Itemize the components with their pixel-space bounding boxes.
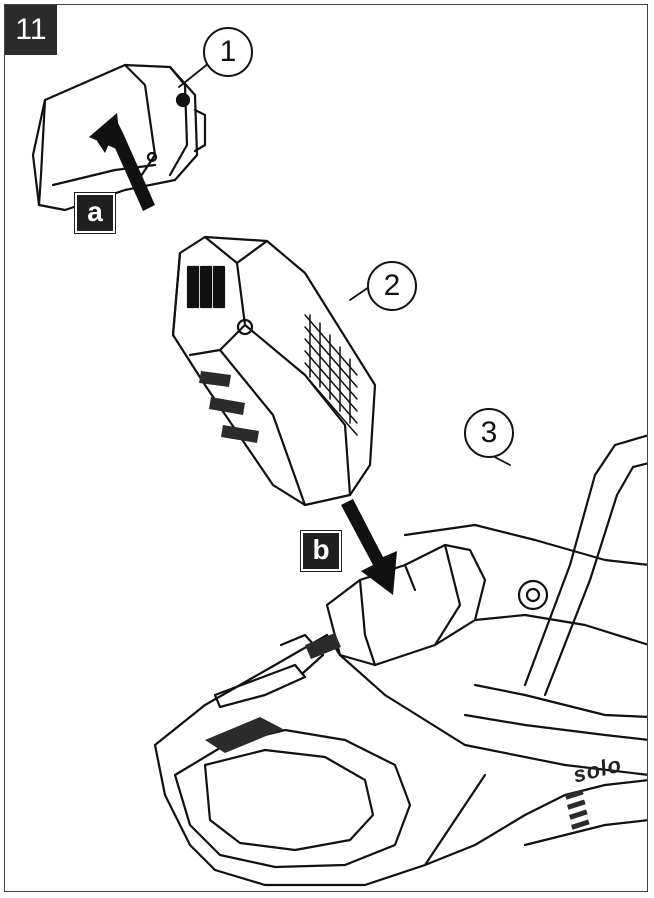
assembly-illustration	[31, 62, 647, 887]
step-label-a: a	[75, 193, 115, 233]
battery-pack	[171, 235, 377, 507]
figure-number: 11	[5, 5, 57, 55]
figure-frame: 11 a b 1 2 3 solo	[4, 4, 648, 892]
callout-2: 2	[367, 261, 417, 311]
callout-3: 3	[464, 408, 514, 458]
chainsaw-body	[153, 434, 647, 887]
arrow-a	[89, 113, 155, 211]
step-label-b: b	[301, 531, 341, 571]
arrow-b	[341, 499, 397, 595]
callout-1: 1	[203, 27, 253, 77]
